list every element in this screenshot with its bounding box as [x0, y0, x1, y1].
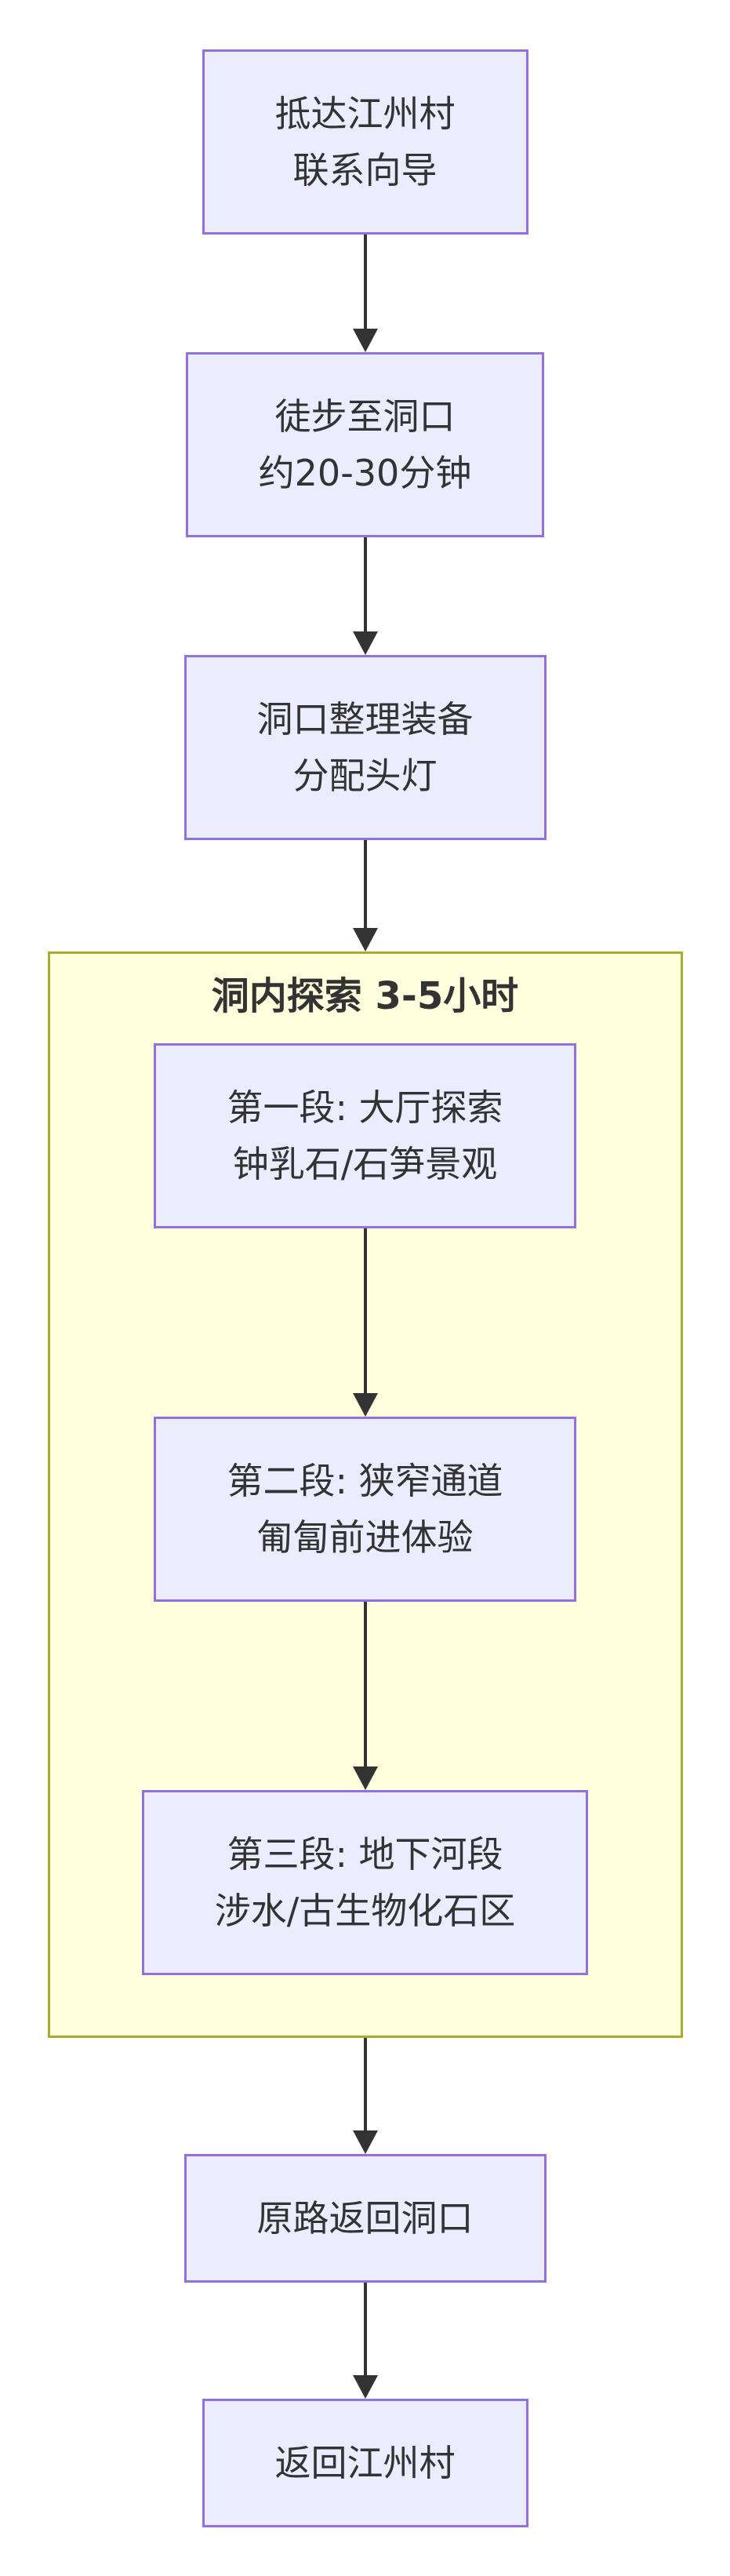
flow-arrow: [352, 1228, 378, 1417]
node-gear-line2: 分配头灯: [292, 755, 438, 797]
arrow-head-icon: [352, 1393, 378, 1417]
arrow-shaft: [363, 235, 367, 329]
arrow-shaft: [363, 840, 367, 928]
arrow-head-icon: [352, 928, 378, 951]
node-hike-to-cave: 徒步至洞口 约20-30分钟: [185, 352, 545, 537]
arrow-head-icon: [352, 1766, 378, 1790]
subgraph-cave-exploration: 洞内探索 3-5小时 第一段: 大厅探索 钟乳石/石笋景观 第二段: 狭窄通道 …: [47, 951, 683, 2038]
arrow-head-icon: [352, 631, 378, 655]
node-stage2-narrow-passage: 第二段: 狭窄通道 匍匐前进体验: [154, 1417, 576, 1602]
flow-arrow: [352, 2038, 378, 2154]
flow-arrow: [352, 2283, 378, 2399]
arrow-shaft: [363, 2038, 367, 2130]
flow-arrow: [352, 840, 378, 951]
node-stage3-line1: 第三段: 地下河段: [227, 1833, 503, 1876]
node-stage2-line2: 匍匐前进体验: [256, 1516, 474, 1559]
node-arrive-village-line1: 抵达江州村: [274, 93, 456, 135]
node-stage1-line2: 钟乳石/石笋景观: [232, 1143, 498, 1185]
flow-arrow: [352, 1602, 378, 1790]
arrow-head-icon: [352, 2375, 378, 2399]
node-stage1-hall: 第一段: 大厅探索 钟乳石/石笋景观: [154, 1043, 576, 1228]
node-return-entrance: 原路返回洞口: [183, 2154, 547, 2283]
arrow-shaft: [363, 537, 367, 631]
arrow-shaft: [363, 1602, 367, 1766]
node-hike-line2: 约20-30分钟: [258, 452, 472, 494]
node-arrive-village: 抵达江州村 联系向导: [202, 49, 528, 235]
node-stage1-line1: 第一段: 大厅探索: [227, 1086, 503, 1129]
node-gear-line1: 洞口整理装备: [256, 698, 474, 740]
arrow-shaft: [363, 1228, 367, 1393]
arrow-shaft: [363, 2283, 367, 2375]
node-return-village-label: 返回江州村: [274, 2442, 456, 2484]
arrow-head-icon: [352, 329, 378, 352]
subgraph-title: 洞内探索 3-5小时: [211, 974, 519, 1018]
arrow-head-icon: [352, 2130, 378, 2154]
node-return-entrance-label: 原路返回洞口: [256, 2197, 474, 2239]
node-stage3-line2: 涉水/古生物化石区: [214, 1890, 516, 1932]
flow-arrow: [352, 537, 378, 655]
node-hike-line1: 徒步至洞口: [274, 395, 456, 438]
node-return-village: 返回江州村: [202, 2399, 528, 2527]
node-stage3-underground-river: 第三段: 地下河段 涉水/古生物化石区: [141, 1790, 589, 1975]
node-stage2-line1: 第二段: 狭窄通道: [227, 1460, 503, 1502]
flow-arrow: [352, 235, 378, 352]
node-gear-prep: 洞口整理装备 分配头灯: [183, 655, 547, 840]
node-arrive-village-line2: 联系向导: [292, 149, 438, 191]
